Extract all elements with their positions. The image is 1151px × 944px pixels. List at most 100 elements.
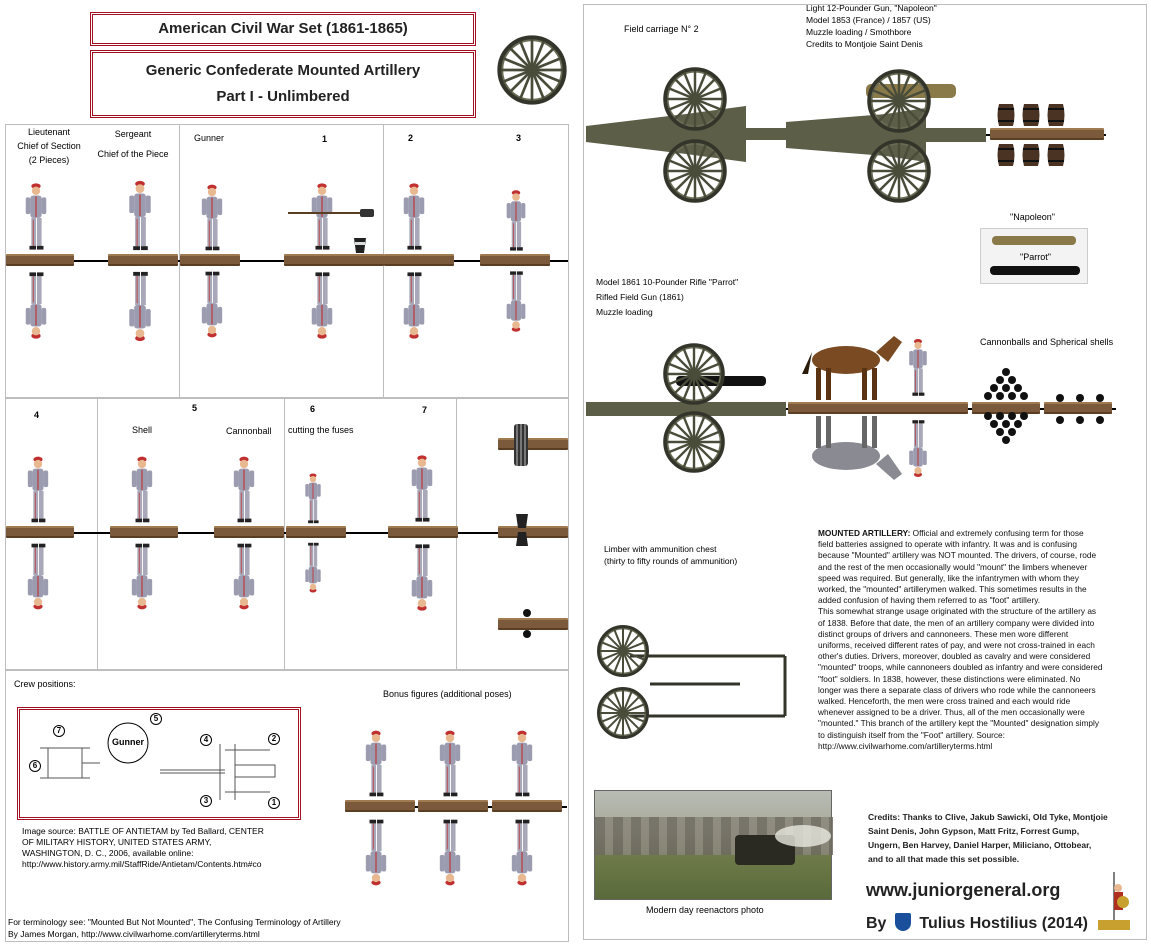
field-carriage-label: Field carriage N° 2 [624, 24, 699, 34]
cannonball-icon [523, 609, 531, 617]
cannonball-icon [523, 630, 531, 638]
label-cutting-fuses: cutting the fuses [288, 425, 354, 435]
barrel-icon [1021, 142, 1041, 168]
pos-3: 3 [200, 795, 212, 807]
part-title-box: Generic Confederate Mounted Artillery Pa… [90, 50, 476, 118]
soldier-icon [230, 452, 258, 526]
spherical-shells-icon [1056, 394, 1104, 424]
crew-diagram: Gunner 7 6 5 4 2 3 1 [17, 707, 301, 820]
wheel-icon [596, 624, 650, 678]
bucket-icon [354, 238, 366, 253]
soldier-icon [362, 726, 390, 800]
barrel-icon [1046, 102, 1066, 128]
pos-2: 2 [268, 733, 280, 745]
soldier-icon [22, 268, 50, 344]
wheel-icon [596, 686, 650, 740]
horse-icon [802, 336, 902, 400]
soldier-icon [128, 452, 156, 526]
soldier-icon [22, 178, 50, 254]
wheel-icon [662, 138, 728, 204]
wheel-icon [496, 34, 568, 106]
parrot-label: "Parrot" [1020, 252, 1051, 262]
soldier-icon [198, 268, 226, 342]
pos-5: 5 [150, 713, 162, 725]
author-name: Tulius Hostilius (2014) [919, 915, 1088, 932]
soldier-icon [125, 268, 155, 346]
wheel-icon [662, 410, 726, 474]
label-crew-1: 1 [322, 134, 328, 144]
pos-1: 1 [268, 797, 280, 809]
barrel-icon [1046, 142, 1066, 168]
soldier-icon [906, 332, 930, 402]
barrel-icon [996, 102, 1016, 128]
reenactors-photo [594, 790, 833, 900]
diagram-gunner-label: Gunner [112, 737, 145, 747]
mounted-artillery-text: MOUNTED ARTILLERY: Official and extremel… [818, 528, 1103, 751]
field-carriage-icon [586, 106, 786, 162]
base-4 [284, 254, 384, 266]
label-crew-7: 7 [422, 405, 428, 415]
soldier-icon [408, 450, 436, 526]
terminology-note: For terminology see: "Mounted But Not Mo… [8, 917, 341, 939]
photo-caption: Modern day reenactors photo [646, 905, 764, 915]
wheel-icon [866, 138, 932, 204]
soldier-icon [128, 540, 156, 614]
parrot-barrel [990, 266, 1080, 275]
cannonballs-label: Cannonballs and Spherical shells [980, 337, 1114, 347]
napoleon-label: "Napoleon" [1010, 212, 1055, 222]
soldier-icon [408, 540, 436, 616]
label-crew-4: 4 [34, 410, 40, 420]
pos-7: 7 [53, 725, 65, 737]
soldier-icon [502, 186, 530, 254]
label-crew-3: 3 [516, 133, 522, 143]
soldier-icon [400, 178, 428, 254]
website: www.juniorgeneral.org [866, 880, 1061, 900]
label-crew-6: 6 [310, 404, 316, 414]
label-crew-2: 2 [408, 133, 414, 143]
soldier-icon [362, 816, 390, 890]
soldier-icon [508, 726, 536, 800]
base-1 [6, 254, 74, 266]
label-shell: Shell [132, 425, 153, 435]
soldier-icon [24, 540, 52, 614]
barrel-icon [996, 142, 1016, 168]
soldier-icon [508, 816, 536, 890]
limber-label: Limber with ammunition chest(thirty to f… [604, 544, 738, 566]
label-crew-5: 5 [192, 403, 198, 413]
soldier-icon [300, 470, 326, 526]
subtitle-line2: Part I - Unlimbered [216, 88, 350, 105]
pos-4: 4 [200, 734, 212, 746]
author-by: By [866, 915, 887, 932]
crew-positions-title: Crew positions: [14, 679, 76, 689]
base-2 [108, 254, 178, 266]
roman-soldier-icon [1098, 872, 1130, 930]
subtitle-line1: Generic Confederate Mounted Artillery [145, 62, 421, 79]
base-6 [480, 254, 550, 266]
soldier-icon [400, 268, 428, 344]
credits: Credits: Thanks to Clive, Jakub Sawicki,… [868, 812, 1108, 864]
wheel-icon [662, 342, 726, 406]
horse-icon [812, 416, 902, 480]
napoleon-barrel [992, 236, 1076, 245]
fuse-tools [514, 424, 528, 466]
barrel-icon [1021, 102, 1041, 128]
soldier-icon [24, 452, 52, 526]
soldier-icon [125, 176, 155, 254]
soldier-icon [230, 540, 258, 614]
base-5 [384, 254, 454, 266]
bucket-icon [516, 514, 528, 546]
label-gunner: Gunner [194, 133, 225, 143]
gun-info: Light 12-Pounder Gun, "Napoleon"Model 18… [806, 3, 937, 49]
image-source: Image source: BATTLE OF ANTIETAM by Ted … [22, 826, 264, 869]
bonus-label: Bonus figures (additional poses) [383, 689, 512, 699]
shield-icon [894, 913, 911, 931]
parrot-info: Model 1861 10-Pounder Rifle "Parrot"Rifl… [596, 277, 739, 317]
soldier-icon [308, 268, 336, 344]
soldier-icon [300, 540, 326, 596]
cannonball-pyramid-icon [984, 368, 1028, 444]
rammer-icon [288, 209, 374, 217]
wheel-icon [866, 68, 932, 134]
limber-icon [630, 654, 787, 718]
soldier-icon [436, 816, 464, 890]
